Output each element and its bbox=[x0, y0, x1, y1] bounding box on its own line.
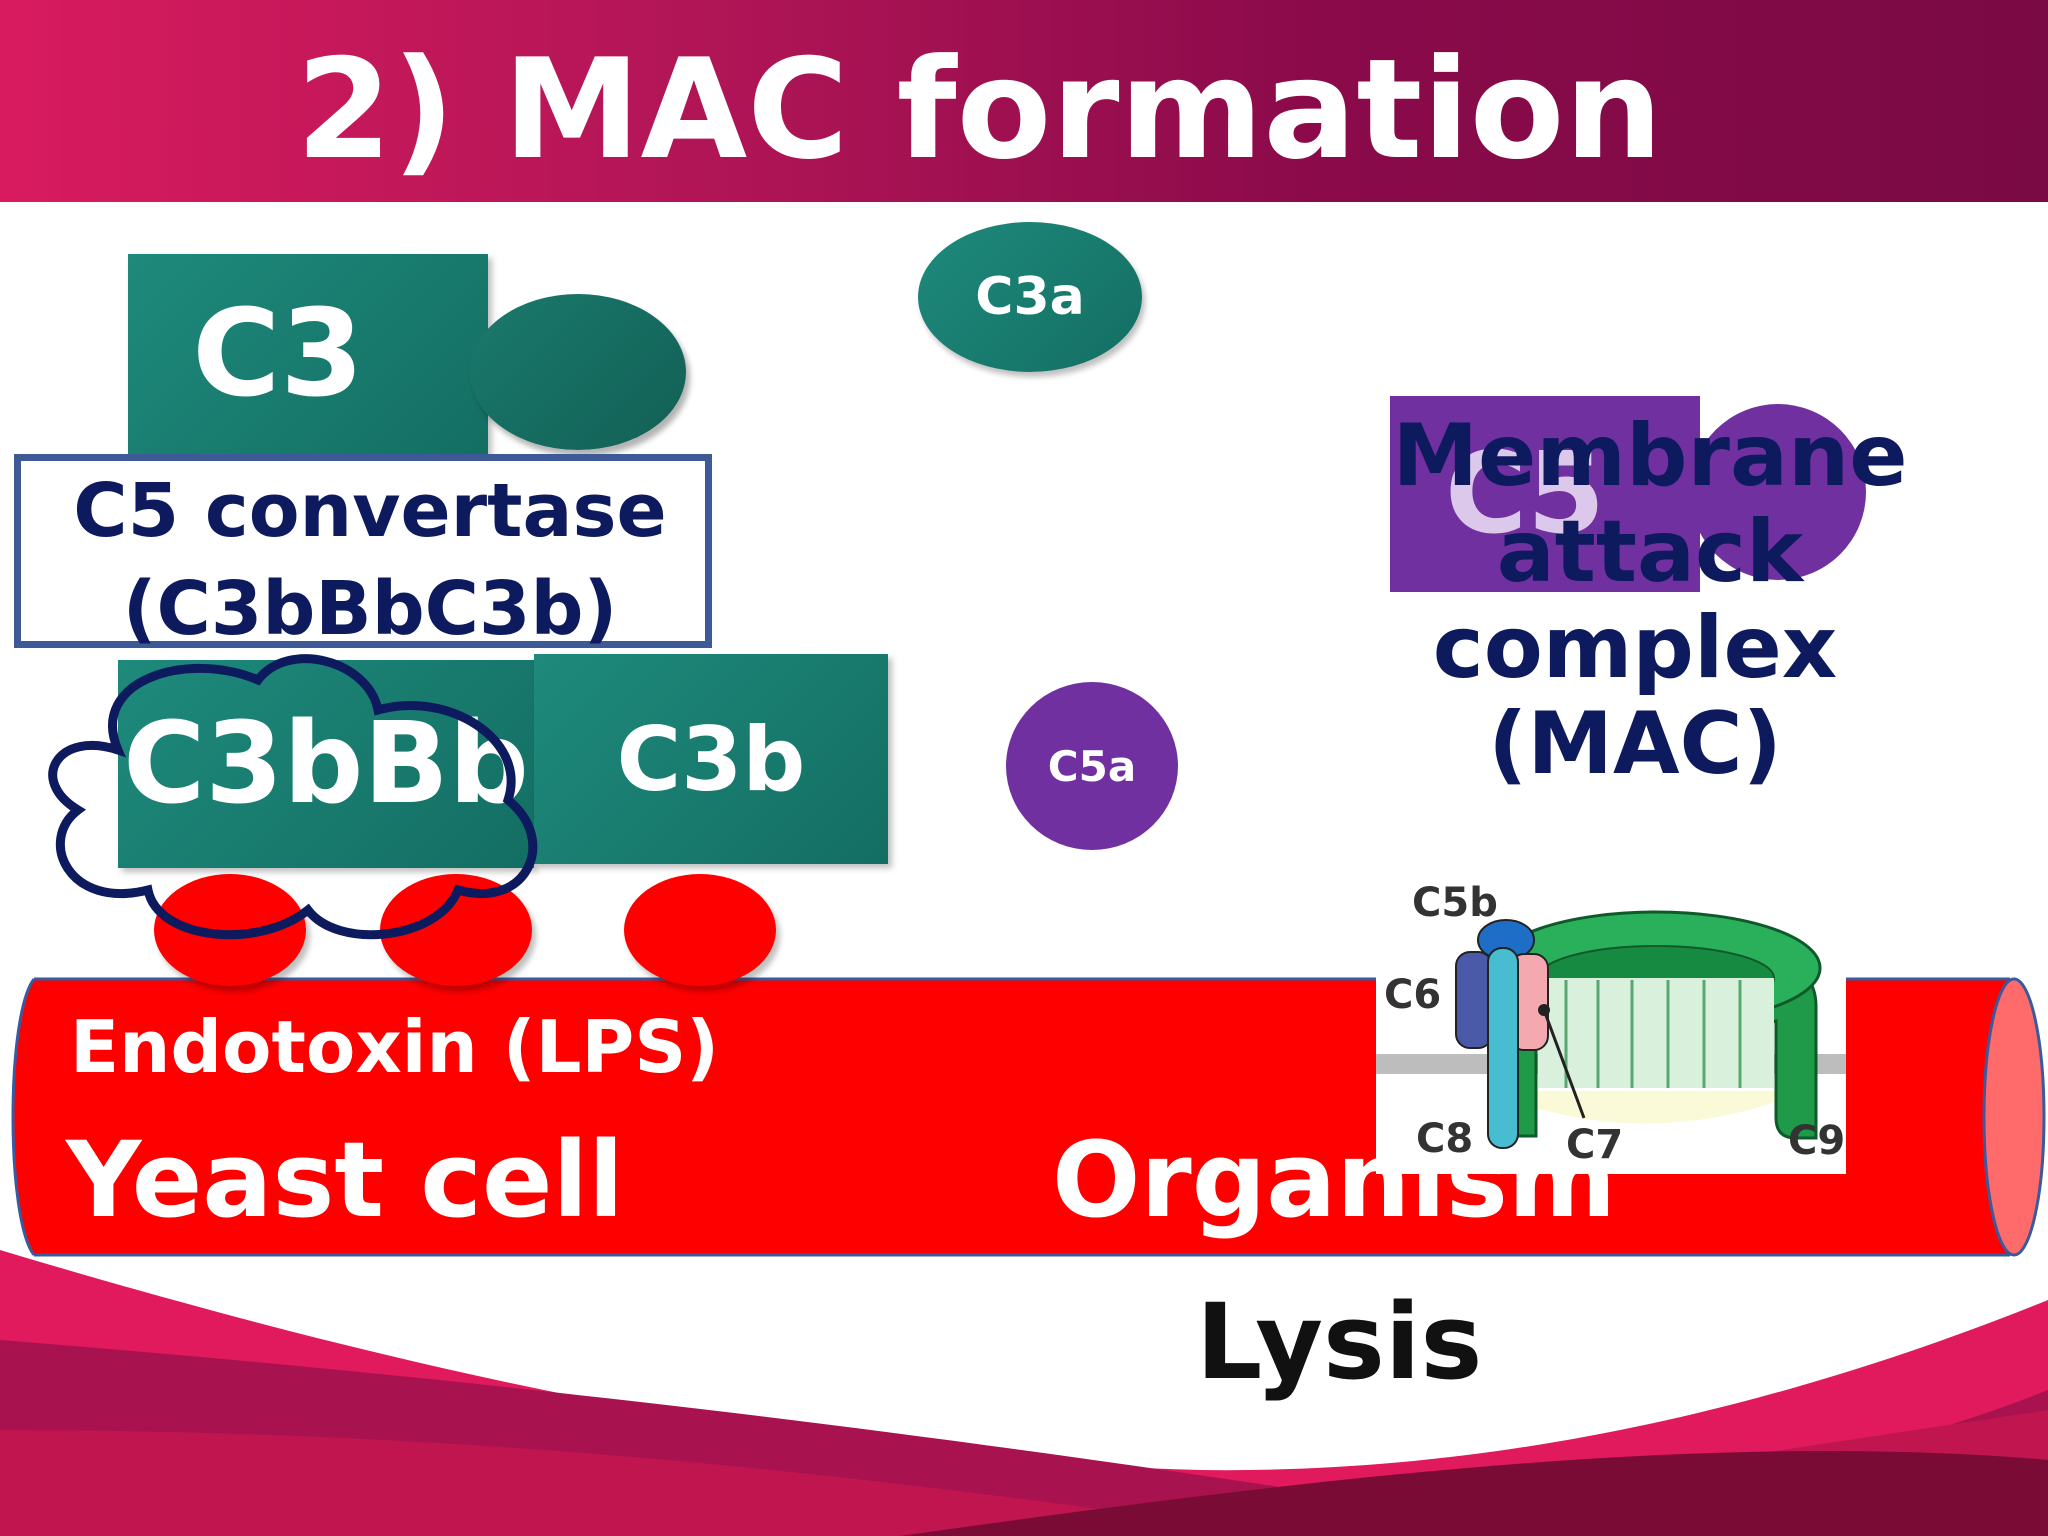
c8-label: C8 bbox=[1416, 1116, 1474, 1162]
c3-domain-oval bbox=[470, 294, 686, 450]
mac-line-1: Membrane attack bbox=[1392, 406, 1908, 602]
convertase-line-1: C5 convertase bbox=[73, 468, 667, 554]
mac-pore-graphic bbox=[1376, 910, 1846, 1174]
c5a-fragment: C5a bbox=[1006, 682, 1178, 850]
lps-dot bbox=[624, 874, 776, 986]
c3-molecule: C3 bbox=[128, 254, 488, 454]
c5b-label: C5b bbox=[1412, 880, 1498, 926]
cloud-outline bbox=[48, 654, 538, 940]
title-bar bbox=[0, 0, 2048, 202]
slide-title: 2) MAC formation bbox=[296, 29, 1663, 190]
c6-label: C6 bbox=[1384, 972, 1442, 1018]
c3-label: C3 bbox=[192, 284, 364, 424]
c5a-label: C5a bbox=[1047, 741, 1137, 791]
mac-title: Membrane attack complex (MAC) bbox=[1260, 408, 2040, 792]
c7-label: C7 bbox=[1566, 1122, 1624, 1168]
c5-convertase-label: C5 convertase (C3bBbC3b) bbox=[20, 462, 720, 658]
c3a-label: C3a bbox=[975, 267, 1085, 327]
mac-line-2: complex bbox=[1432, 598, 1838, 698]
c3bbb-molecule: C3bBb bbox=[118, 660, 534, 868]
c3b-molecule: C3b bbox=[534, 654, 888, 864]
c5-domain-circle bbox=[1690, 404, 1866, 580]
convertase-line-2: (C3bBbC3b) bbox=[122, 566, 618, 652]
c5-label: C5 bbox=[1444, 429, 1606, 559]
c5-molecule: C5 bbox=[1390, 396, 1700, 592]
c3a-fragment: C3a bbox=[918, 222, 1142, 372]
lysis-label: Lysis bbox=[1196, 1281, 1483, 1403]
c9-label: C9 bbox=[1788, 1118, 1846, 1164]
mac-line-3: (MAC) bbox=[1488, 694, 1782, 794]
lps-label: Endotoxin (LPS) bbox=[70, 1005, 720, 1089]
c5-convertase-box bbox=[14, 454, 712, 648]
bottom-wave-decoration bbox=[0, 1250, 2048, 1536]
mac-pore-illustration: C5b C6 C8 C7 C9 bbox=[1376, 856, 1846, 1174]
yeast-cell-label: Yeast cell bbox=[66, 1119, 624, 1241]
c3b-label: C3b bbox=[616, 707, 806, 811]
